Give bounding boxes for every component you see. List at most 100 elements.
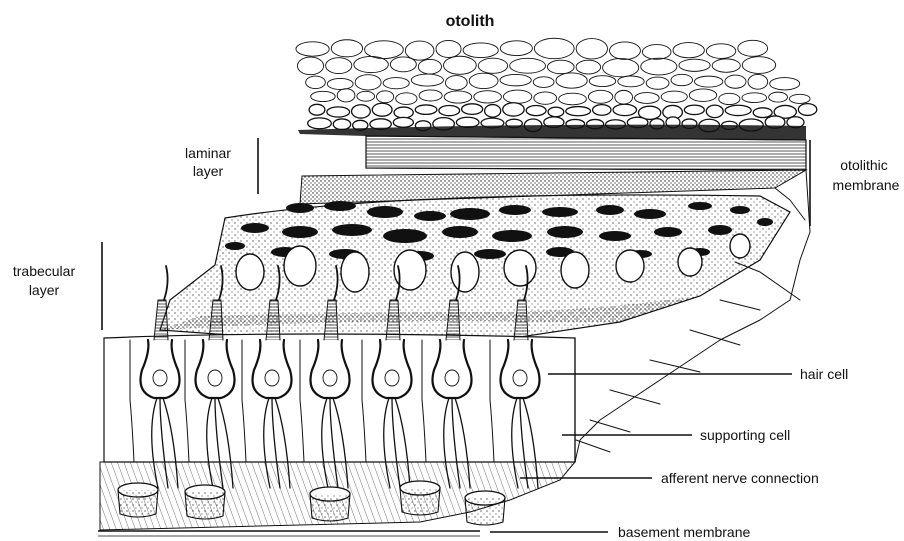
trabecular-pore (596, 205, 624, 215)
otolith-crystal (753, 108, 772, 118)
trabecular-pore (654, 227, 682, 237)
otolith-crystal (436, 40, 461, 57)
trabecular-opening (561, 252, 589, 288)
otolith-crystal (588, 90, 612, 103)
otolith-crystal (533, 77, 554, 88)
label-otolith: otolith (446, 13, 495, 30)
otolith-crystal (500, 41, 532, 56)
otolith-crystal (593, 105, 611, 116)
otolith-crystal (418, 59, 441, 74)
otolith-crystal (503, 103, 524, 116)
stereocilia-bundle (154, 300, 168, 340)
trabecular-opening (451, 252, 479, 292)
otolith-crystal (671, 74, 693, 85)
otolith-crystal (725, 75, 746, 88)
otolith-crystal (503, 90, 531, 103)
trabecular-pore (708, 225, 732, 235)
otolith-crystal (405, 41, 434, 60)
label-supporting-cell: supporting cell (700, 427, 790, 443)
otolith-crystal (396, 93, 417, 105)
otolith-crystal (738, 40, 768, 56)
otolith-crystal (500, 74, 531, 85)
otolith-crystal (439, 106, 460, 116)
label-laminar-layer-1: laminar (185, 145, 231, 161)
basement-region (98, 462, 575, 536)
otolith-crystal (618, 76, 644, 87)
otolith-crystal (311, 91, 335, 101)
otolith-crystal (309, 104, 325, 115)
otolith-crystal (327, 107, 350, 117)
label-trabecular-layer-2: layer (29, 282, 60, 298)
trabecular-opening (678, 248, 702, 276)
trabecular-opening (236, 254, 264, 290)
otolith-crystal (462, 104, 483, 115)
trabecular-pore (492, 230, 532, 242)
otolith-crystal (390, 57, 416, 72)
otolith-crystal (748, 74, 768, 89)
otolith-crystal (526, 106, 546, 116)
trabecular-pore (241, 223, 269, 233)
trabecular-pore (499, 205, 531, 215)
otolith-crystal (719, 93, 740, 104)
label-afferent-nerve-connection: afferent nerve connection (661, 470, 819, 486)
trabecular-pore (599, 231, 631, 241)
otolith-crystal (673, 43, 704, 58)
trabecular-pore (547, 226, 583, 238)
otolith-crystal (725, 105, 751, 115)
otolith-crystal (463, 43, 498, 58)
trabecular-opening (341, 252, 369, 292)
otolith-crystal (445, 76, 467, 90)
otolith-crystal (326, 58, 352, 74)
otolith-crystal (331, 40, 362, 57)
trabecular-pore (414, 211, 446, 221)
otolith-crystal (769, 92, 788, 102)
otolith-crystal (547, 60, 574, 74)
trabecular-pore (542, 207, 578, 217)
trabecular-pore (442, 226, 478, 238)
otolith-crystal (789, 94, 810, 103)
otolith-crystal (510, 58, 546, 73)
otolith-crystal (474, 91, 502, 103)
trabecular-pore (383, 229, 427, 243)
otolith-crystal (689, 89, 716, 101)
trabecular-pore (757, 218, 773, 226)
otolith-crystal (306, 76, 326, 89)
otolith-crystal (642, 45, 671, 60)
label-trabecular-layer-1: trabecular (13, 263, 76, 279)
otolith-crystal (354, 56, 389, 72)
otolith-crystal (603, 59, 639, 77)
otolith-crystal (444, 91, 472, 103)
otolith-crystal (411, 74, 443, 86)
otolith-crystal (770, 78, 800, 90)
otolith-crystal (393, 117, 413, 127)
otolith-crystal (589, 76, 616, 87)
label-otolithic-membrane-1: otolithic (840, 157, 887, 173)
otolith-crystal (742, 57, 775, 74)
nerve-cup-body (118, 490, 158, 517)
otolith-crystal (352, 105, 371, 118)
trabecular-pore (286, 203, 314, 213)
trabecular-pore (730, 206, 750, 214)
otolith-crystal (646, 77, 669, 89)
otolith-crystal (296, 42, 329, 56)
label-hair-cell: hair cell (800, 366, 848, 382)
trabecular-meshwork (160, 195, 790, 340)
otolith-crystal (534, 38, 574, 58)
nerve-cup-body (310, 494, 350, 521)
otolith-crystal (355, 75, 381, 90)
label-laminar-layer-2: layer (193, 163, 224, 179)
nerve-cup-body (465, 498, 505, 525)
otolith-crystal (394, 107, 413, 118)
otolith-crystal (559, 93, 587, 105)
otolith-crystal (706, 105, 723, 117)
otolith-crystal (684, 105, 704, 114)
laminar-layer-band (300, 136, 806, 204)
otolith-crystal (372, 103, 392, 116)
otolith-crystal (548, 107, 564, 117)
otolith-crystal (297, 57, 323, 75)
otolith-crystal (641, 58, 677, 75)
trabecular-opening (284, 246, 316, 286)
trabecular-pore (282, 226, 318, 238)
otolith-crystal (327, 78, 353, 89)
